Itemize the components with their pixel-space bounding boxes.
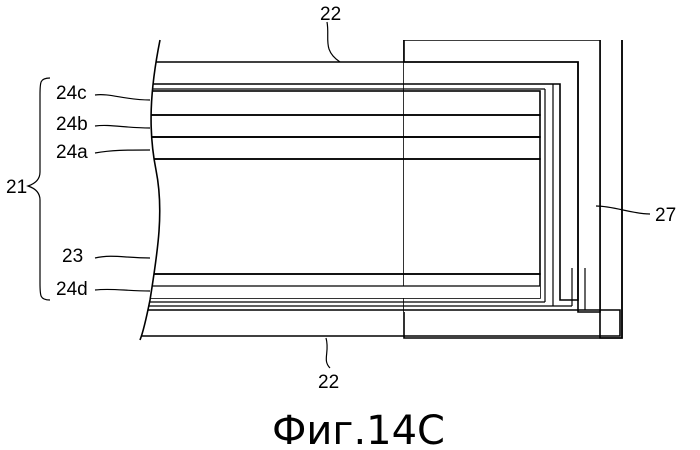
cover-band — [404, 40, 600, 312]
label-22-top: 22 — [320, 4, 341, 25]
label-22-bottom: 22 — [318, 372, 339, 393]
label-27: 27 — [655, 205, 676, 226]
label-21: 21 — [6, 177, 27, 198]
label-24b: 24b — [56, 114, 88, 135]
laminate-body — [120, 18, 622, 338]
label-24c: 24c — [56, 83, 87, 104]
label-24a: 24a — [56, 142, 88, 163]
label-24d: 24d — [56, 279, 88, 300]
label-23: 23 — [62, 246, 83, 267]
figure-caption: Фиг.14С — [272, 408, 445, 450]
sheath-22-bottom — [120, 310, 620, 336]
